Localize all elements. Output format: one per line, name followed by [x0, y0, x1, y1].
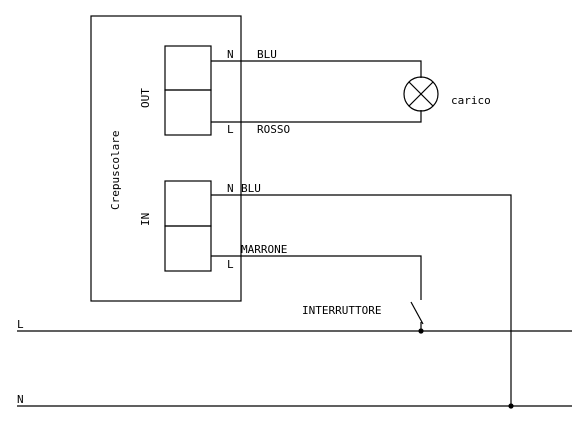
- junction-n: [508, 403, 514, 409]
- crepuscolare-enclosure: [90, 15, 242, 302]
- out-terminal-n: [164, 45, 212, 91]
- out-label: OUT: [139, 88, 152, 108]
- switch-icon: [410, 301, 424, 325]
- in-terminal-l: [164, 225, 212, 272]
- out-n-terminal-label: N: [227, 48, 234, 61]
- out-terminal-l: [164, 89, 212, 136]
- device-name: Crepuscolare: [109, 131, 122, 210]
- junction-l: [418, 328, 424, 334]
- mains-l-label: L: [17, 318, 24, 331]
- load-label: carico: [451, 94, 491, 107]
- out-live-color: ROSSO: [257, 123, 290, 136]
- in-neutral-color: BLU: [241, 182, 261, 195]
- in-terminal-n: [164, 180, 212, 227]
- lamp-icon: [403, 76, 439, 112]
- in-neutral-wire: [211, 194, 512, 406]
- in-l-terminal-label: L: [227, 258, 234, 271]
- in-live-color: MARRONE: [241, 243, 287, 256]
- out-l-terminal-label: L: [227, 123, 234, 136]
- in-live-wire: [211, 255, 422, 300]
- switch-label: INTERRUTTORE: [302, 304, 381, 317]
- in-label: IN: [139, 213, 152, 226]
- out-neutral-wire: [211, 60, 422, 78]
- in-n-terminal-label: N: [227, 182, 234, 195]
- out-neutral-color: BLU: [257, 48, 277, 61]
- out-live-wire: [211, 110, 422, 123]
- mains-n-label: N: [17, 393, 24, 406]
